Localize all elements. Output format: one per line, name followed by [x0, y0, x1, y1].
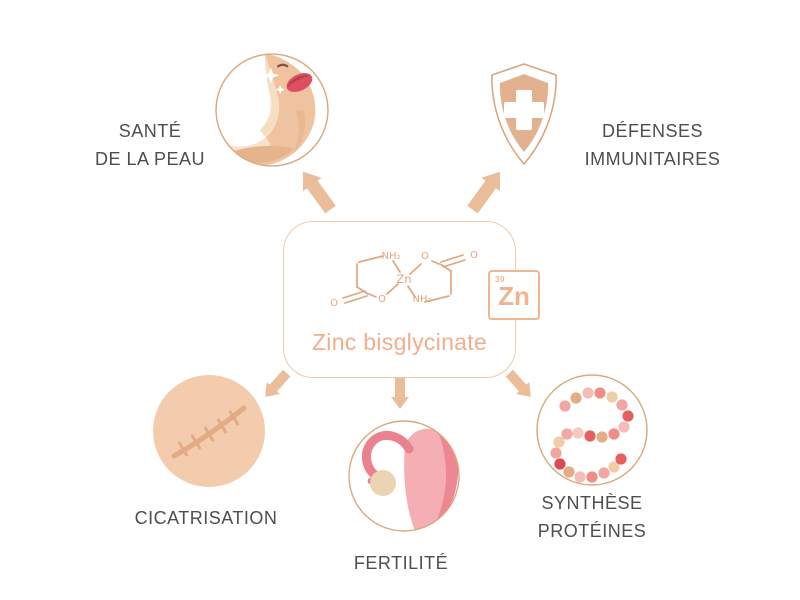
element-symbol: Zn	[498, 281, 530, 311]
uterus-icon	[348, 420, 460, 532]
shield-cross-icon	[491, 63, 557, 166]
zinc-bisglycinate-structure: NH₂ O Zn O NH₂ O O	[330, 250, 478, 309]
structure-label-amine-top: NH₂	[381, 251, 400, 262]
arrow-to-fertility	[391, 377, 409, 409]
label-skin-health: SANTÉ DE LA PEAU	[40, 117, 260, 173]
structure-label-oxygen-bottom: O	[378, 294, 386, 305]
structure-label-zinc: Zn	[396, 272, 411, 286]
label-line: SANTÉ	[118, 121, 182, 141]
structure-label-carbonyl-oxygen-right: O	[470, 250, 478, 261]
scar-icon	[153, 375, 265, 487]
label-line: PROTÉINES	[537, 521, 647, 541]
label-line: IMMUNITAIRES	[584, 149, 721, 169]
zinc-bisglycinate-card	[283, 221, 516, 378]
protein-chain-icon	[536, 374, 648, 486]
structure-label-oxygen-top: O	[421, 251, 429, 262]
wound-healing-icon	[152, 374, 266, 488]
atomic-number: 30	[495, 275, 505, 284]
zinc-element-tile: 30 Zn	[488, 270, 540, 320]
label-wound-healing: CICATRISATION	[96, 504, 316, 532]
structure-label-amine-bottom: NH₂	[412, 294, 431, 305]
label-immune-defenses: DÉFENSES IMMUNITAIRES	[545, 117, 760, 173]
molecule-name: Zinc bisglycinate	[311, 329, 488, 355]
fertility-icon	[347, 419, 461, 533]
label-line: FERTILITÉ	[353, 553, 449, 573]
label-line: SYNTHÈSE	[541, 493, 643, 513]
face-icon	[215, 53, 329, 167]
arrow-to-protein-synthesis	[502, 367, 538, 403]
protein-synthesis-icon	[535, 373, 649, 487]
structure-label-carbonyl-oxygen-left: O	[330, 298, 338, 309]
label-fertility: FERTILITÉ	[311, 549, 491, 577]
label-protein-synthesis: SYNTHÈSE PROTÉINES	[482, 489, 702, 545]
skin-health-icon	[214, 52, 330, 168]
arrow-to-skin-health	[293, 164, 340, 217]
label-line: DÉFENSES	[601, 121, 704, 141]
label-line: CICATRISATION	[134, 508, 278, 528]
immune-defenses-icon	[482, 60, 566, 170]
protein-beads	[550, 387, 634, 483]
label-line: DE LA PEAU	[94, 149, 206, 169]
arrow-to-immune-defenses	[463, 164, 510, 217]
